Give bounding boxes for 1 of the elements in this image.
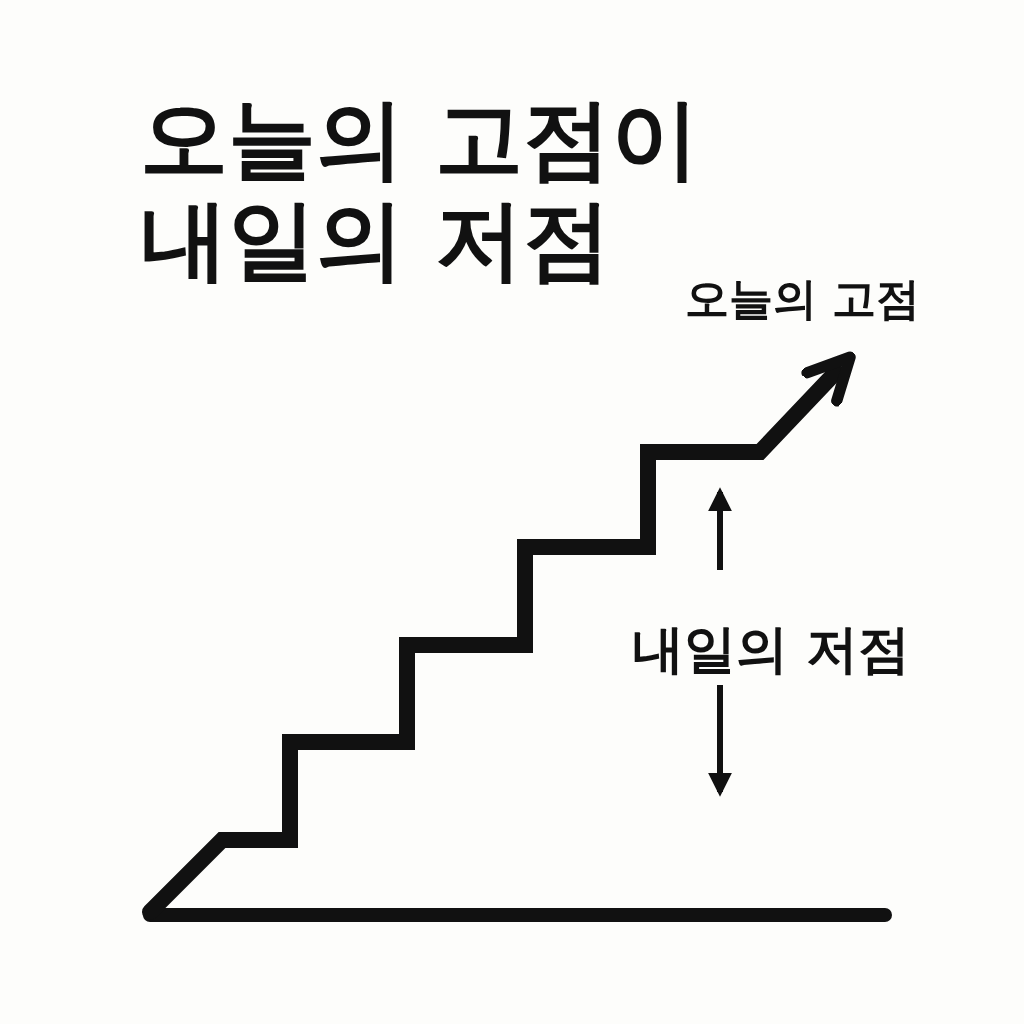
annotation-label: 내일의 저점 bbox=[632, 618, 911, 681]
